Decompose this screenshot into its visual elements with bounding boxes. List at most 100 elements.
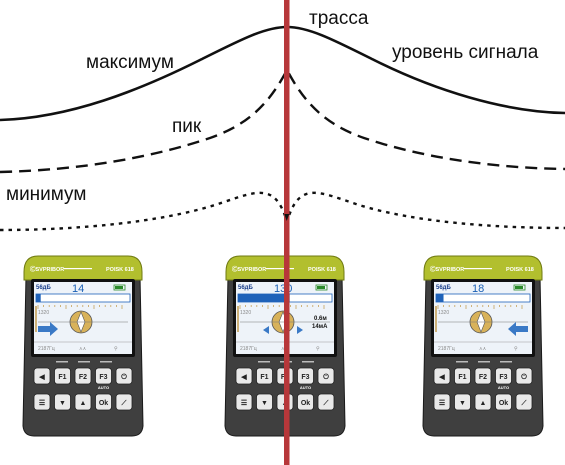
keypad-key[interactable]: [495, 367, 512, 385]
keypad-key-label: ⟋: [121, 399, 128, 407]
keypad-key-label: Ok: [499, 400, 508, 407]
device-stripe: [266, 268, 294, 270]
keypad-key[interactable]: [115, 367, 133, 385]
arrow-left-small-icon: [263, 326, 269, 334]
keypad-key[interactable]: [495, 393, 512, 411]
keypad-key-label: ☰: [241, 400, 247, 407]
keypad-key-label: ⏻: [521, 373, 527, 381]
settings-softkey: ⚲: [514, 346, 518, 352]
softkey-marker: [500, 361, 512, 363]
minimum-label: минимум: [6, 184, 86, 205]
freq-softkey: 2187Гц: [38, 346, 55, 352]
signal-value-text: 130: [274, 283, 292, 295]
device-model: POISK 618: [308, 267, 336, 273]
softkey-marker: [302, 361, 314, 363]
keypad-key-label: F1: [458, 374, 466, 381]
battery-level: [515, 286, 523, 289]
softkey-marker: [100, 361, 112, 363]
battery-level: [115, 286, 123, 289]
auto-label: AUTO: [98, 385, 109, 390]
arrow-right-small-icon: [297, 326, 303, 334]
keypad-key[interactable]: [454, 367, 471, 385]
keypad-key[interactable]: [235, 393, 253, 411]
signal-bar-fill: [36, 294, 41, 302]
device-stripe: [64, 268, 92, 270]
softkey-marker: [78, 361, 90, 363]
keypad-key-label: ◀: [240, 374, 247, 381]
softkey-marker: [478, 361, 490, 363]
freq-softkey: 2187Гц: [438, 346, 455, 352]
settings-softkey: ⚲: [114, 346, 118, 352]
keypad-key[interactable]: [33, 367, 51, 385]
arrow-right-icon: [38, 322, 58, 336]
keypad-key[interactable]: [54, 367, 71, 385]
device-model: POISK 618: [106, 267, 134, 273]
keypad-key[interactable]: [433, 393, 451, 411]
device-stripe: [464, 268, 492, 270]
keypad-key-label: ⟋: [521, 399, 528, 407]
keypad-key-label: ▼: [261, 400, 268, 407]
arrow-left-icon: [508, 322, 528, 336]
keypad-key[interactable]: [115, 393, 133, 411]
keypad-key[interactable]: [297, 393, 314, 411]
battery-icon: [113, 284, 126, 291]
keypad-key[interactable]: [74, 393, 92, 411]
device-model: POISK 618: [506, 267, 534, 273]
keypad-key[interactable]: [33, 393, 51, 411]
frequency-readout: 1320: [240, 310, 251, 316]
peak-label: пик: [172, 116, 202, 137]
settings-softkey: ⚲: [316, 346, 320, 352]
battery-level: [317, 286, 325, 289]
signal-value-text: 18: [472, 283, 484, 295]
auto-label: AUTO: [498, 385, 509, 390]
device-brand: ⒸSVPRIBOR: [232, 265, 266, 273]
keypad-key[interactable]: [474, 393, 492, 411]
signal-db-text: 56дБ: [436, 285, 451, 291]
keypad-key[interactable]: [95, 393, 112, 411]
signal-bar-track: [35, 293, 131, 303]
keypad-key[interactable]: [433, 367, 451, 385]
keypad-key-label: Ok: [301, 400, 310, 407]
signal-bar-fill: [436, 294, 444, 302]
keypad-key[interactable]: [317, 393, 335, 411]
frequency-readout: 1320: [38, 310, 49, 316]
keypad-key[interactable]: [515, 367, 533, 385]
route-marker-icon: [284, 214, 290, 221]
keypad-key-label: F1: [58, 374, 66, 381]
battery-icon: [513, 284, 526, 291]
keypad-key[interactable]: [74, 367, 92, 385]
device-brand: ⒸSVPRIBOR: [430, 265, 464, 273]
keypad-key[interactable]: [474, 367, 492, 385]
keypad-key[interactable]: [95, 367, 112, 385]
keypad-key[interactable]: [54, 393, 71, 411]
keypad-key[interactable]: [515, 393, 533, 411]
battery-icon: [315, 284, 328, 291]
mode-softkey: ⋏⋏: [479, 346, 487, 352]
keypad-key-label: ☰: [439, 400, 445, 407]
keypad-key-label: F1: [260, 374, 268, 381]
keypad-key[interactable]: [454, 393, 471, 411]
keypad-key[interactable]: [256, 367, 273, 385]
depth-readout: 0.6м: [314, 316, 327, 322]
softkey-marker: [56, 361, 68, 363]
auto-label: AUTO: [300, 385, 311, 390]
frequency-readout: 1320: [438, 310, 449, 316]
keypad-key-label: F3: [499, 374, 507, 381]
keypad-key-label: Ok: [99, 400, 108, 407]
keypad-key-label: ⏻: [323, 373, 329, 381]
mode-softkey: ⋏⋏: [79, 346, 87, 352]
signal-level-label: уровень сигнала: [392, 42, 539, 63]
keypad-key-label: F2: [79, 374, 87, 381]
keypad-key-label: F2: [479, 374, 487, 381]
maximum-curve: [0, 25, 565, 122]
keypad-key[interactable]: [297, 367, 314, 385]
keypad-key[interactable]: [256, 393, 273, 411]
peak-curve: [0, 67, 565, 174]
keypad-key[interactable]: [317, 367, 335, 385]
softkey-marker: [456, 361, 468, 363]
keypad-key[interactable]: [235, 367, 253, 385]
route-line: [284, 0, 290, 465]
